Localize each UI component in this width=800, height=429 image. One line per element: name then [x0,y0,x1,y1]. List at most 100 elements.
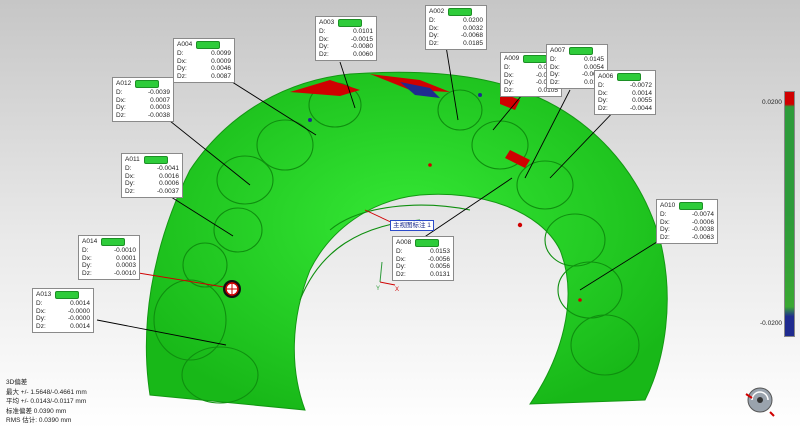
annotation-key: D: [319,28,326,35]
axis-x-label: X [395,287,399,293]
pass-status-chip [196,41,221,49]
annotation-key: Dz: [598,104,608,112]
annotation-header: A014 [82,238,136,246]
annotation-value: 0.0032 [463,24,483,32]
annotation-id: A008 [396,239,412,247]
annotation-id: A007 [550,47,566,55]
annotation-header: A007 [550,47,604,55]
annotation-id: A003 [319,19,335,27]
pass-status-chip [143,156,168,164]
annotation-row: Dx:0.0032 [429,25,483,33]
annotation-row: Dy:0.0056 [396,263,450,271]
annotation-value: -0.0068 [460,32,483,40]
annotation-id: A009 [504,55,520,63]
annotation-row: Dx:0.0054 [550,64,604,72]
annotation-value: -0.0038 [691,226,714,234]
annotation-value: 0.0145 [584,56,604,63]
annotation-value: 0.0046 [211,65,231,73]
annotation-header: A002 [429,8,483,16]
axis-y-label: Y [376,286,380,292]
annotation-row: Dx:0.0016 [125,173,179,181]
pass-status-chip [523,55,548,63]
annotation-row: Dy:-0.0080 [319,43,373,51]
annotation-key: D: [660,211,667,218]
annotation-value: 0.0153 [430,248,450,255]
navigation-gizmo-icon[interactable] [742,382,778,418]
annotation-key: Dy: [660,226,670,234]
annotation-row: D:0.0099 [177,50,231,58]
axis-triad: Y X [376,261,399,293]
annotation-value: -0.0037 [156,187,179,195]
annotation-row: D:-0.0074 [660,211,714,219]
annotation-value: 0.0200 [463,17,483,24]
annotation-header: A013 [36,291,90,299]
pass-status-chip [101,238,126,246]
annotation-key: Dz: [36,322,46,330]
annotation-value: 0.0014 [632,89,652,97]
annotation-row: D: 0.0153 [396,248,450,256]
annotation-row: Dz:0.0060 [319,51,373,59]
annotation-row: Dx:-0.0006 [660,219,714,227]
annotation-key: Dz: [396,270,406,278]
view-annotation-label[interactable]: 主视图标注 1 [390,220,434,231]
pass-status-chip [415,239,440,247]
annotation-row: Dy:-0.0000 [36,315,90,323]
probe-target-icon[interactable] [223,280,241,298]
annotation-id: A006 [598,73,614,81]
annotation-row: D:-0.0010 [82,247,136,255]
annotation-value: 0.0185 [463,39,483,47]
annotation-row: Dx:-0.0000 [36,308,90,316]
annotation-row: Dx: 0.0014 [598,90,652,98]
annotation-value: 0.0001 [116,254,136,262]
annotation-key: Dy: [504,79,514,87]
annotation-header: A008 [396,239,450,247]
annotation-header: A010 [660,202,714,210]
annotation-key: Dx: [598,89,608,97]
annotation-row: Dz:-0.0063 [660,234,714,242]
annotation-value: -0.0041 [156,165,179,172]
annotation-key: Dy: [36,315,46,323]
pass-status-chip [338,19,363,27]
pass-status-chip [55,291,80,299]
annotation-key: Dx: [396,255,406,263]
annotation-row: Dx:0.0009 [177,58,231,66]
annotation-key: D: [504,64,511,71]
annotation-key: D: [125,165,132,172]
pass-status-chip [679,202,704,210]
annotation-value: -0.0039 [147,89,170,96]
annotation-value: 0.0056 [430,263,450,271]
annotation-key: D: [396,248,403,255]
pass-status-chip [135,80,160,88]
annotation-row: D:0.0014 [36,300,90,308]
annotation-value: -0.0089 [581,71,604,79]
annotation-row: D:0.0200 [429,17,483,25]
pass-status-chip [569,47,594,55]
annotation-key: Dx: [504,71,514,79]
annotation-key: D: [116,89,123,96]
arch-surface [145,71,668,411]
annotation-id: A002 [429,8,445,16]
annotation-key: Dz: [319,50,329,58]
annotation-key: D: [177,50,184,57]
annotation-key: Dy: [598,97,608,105]
annotation-id: A011 [125,156,140,164]
annotation-value: -0.0044 [629,104,652,112]
annotation-row: D:-0.0072 [598,82,652,90]
annotation-value: -0.0080 [350,43,373,51]
annotation-value: -0.0056 [427,255,450,263]
annotation-row: D: -0.0039 [116,89,170,97]
stats-rms: RMS 估计: 0.0390 mm [6,417,72,424]
annotation-row: Dz:-0.0038 [116,112,170,120]
